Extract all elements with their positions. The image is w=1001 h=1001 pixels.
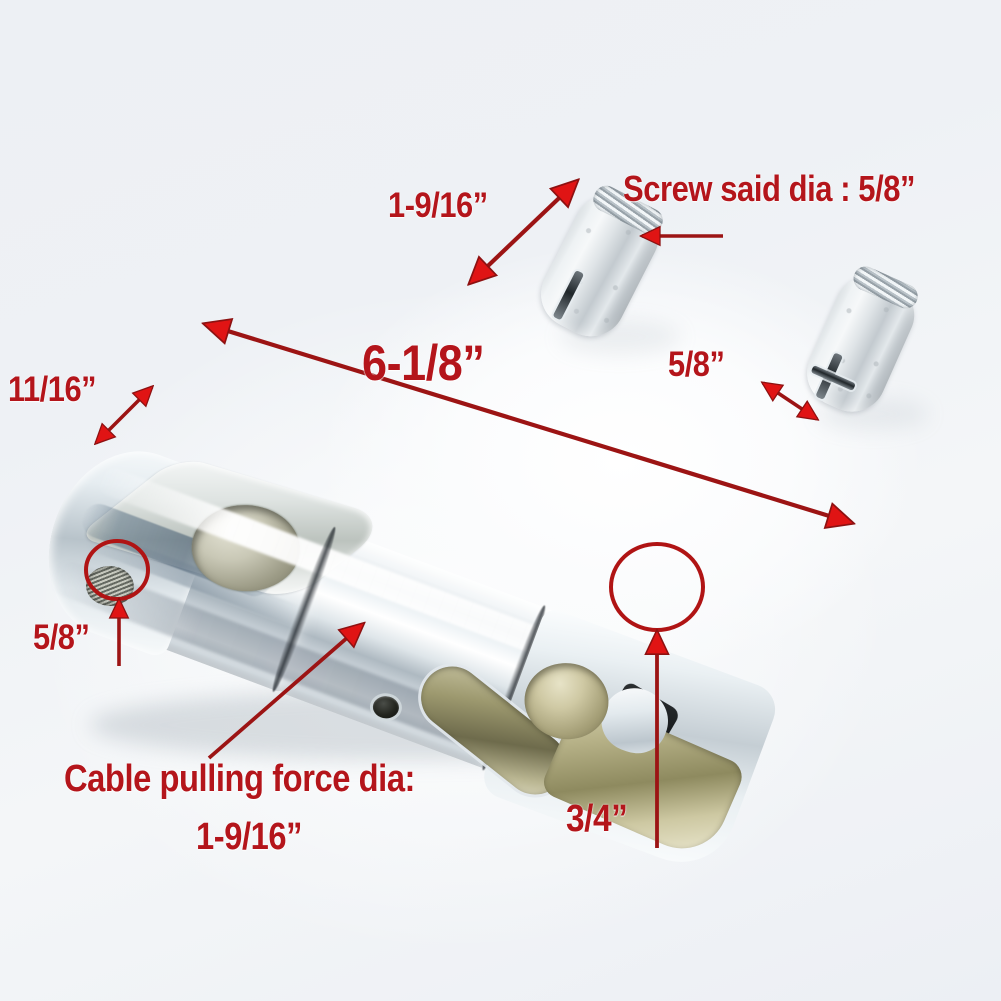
label-clevis-thickness: 11/16”	[8, 370, 97, 409]
label-jaw-bore-dia: 3/4”	[566, 798, 628, 840]
chrome-swivel-body	[18, 403, 827, 907]
label-screw-length: 1-9/16”	[388, 186, 488, 225]
slotted-screw-2	[796, 262, 924, 423]
label-cable-pulling-force-value: 1-9/16”	[196, 816, 302, 858]
label-screw2-dia: 5/8”	[668, 345, 725, 384]
label-thread-hole-dia: 5/8”	[33, 618, 90, 657]
label-screw-said-dia: Screw said dia : 5/8”	[623, 168, 916, 209]
label-overall-length: 6-1/8”	[362, 335, 485, 391]
label-cable-pulling-force: Cable pulling force dia:	[64, 758, 416, 800]
